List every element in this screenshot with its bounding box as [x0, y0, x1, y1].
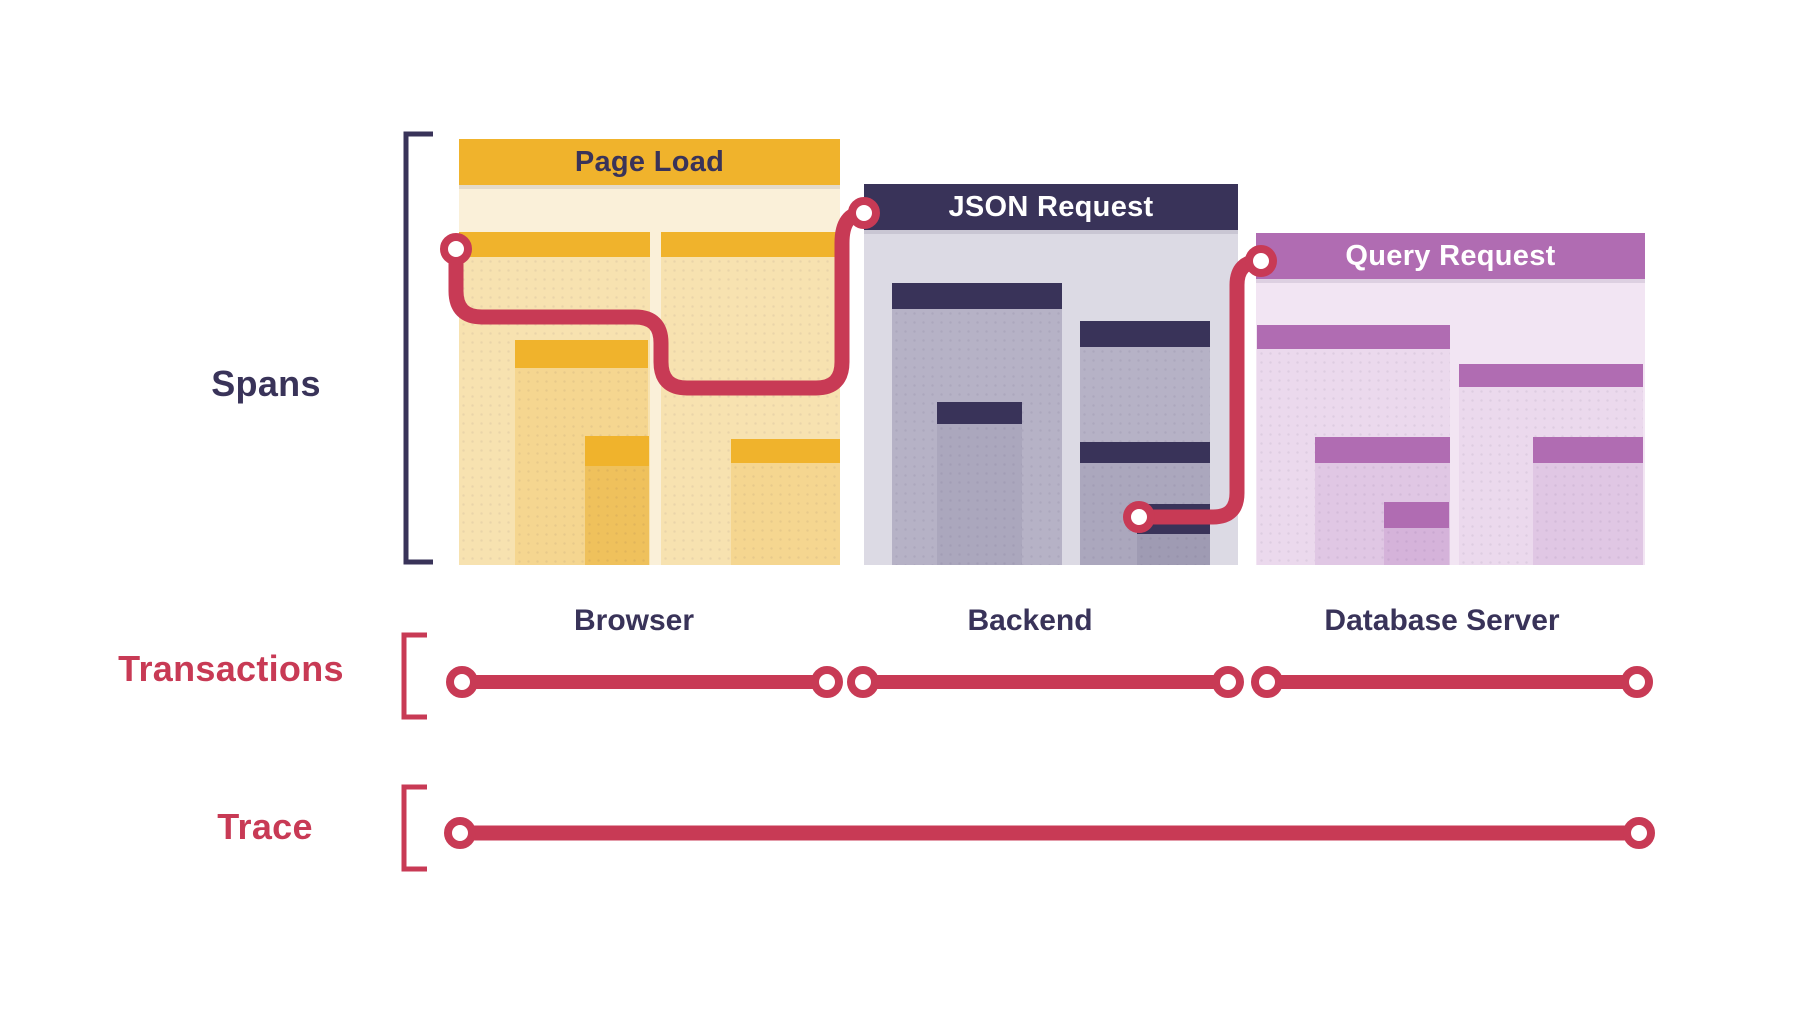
span-header: [937, 402, 1022, 424]
json-request-title: JSON Request: [948, 190, 1154, 223]
span-body: [1137, 534, 1210, 565]
page-load-root-span-header: Page Load: [459, 139, 840, 185]
span-body: [731, 463, 840, 565]
json-request-root-span-header: JSON Request: [864, 184, 1238, 230]
span-header: [1315, 437, 1450, 463]
trace-bracket: [401, 784, 427, 872]
span-body: [585, 466, 649, 565]
span-block: [585, 436, 649, 565]
endpoint-marker-txn1-start: [446, 666, 478, 698]
span-body: [1533, 463, 1643, 565]
span-header: [731, 439, 840, 463]
span-header: [515, 340, 648, 368]
span-header: [892, 283, 1062, 309]
page-load-span-tree: Page Load: [459, 139, 840, 565]
span-header: [1080, 321, 1210, 347]
span-block: [1137, 504, 1210, 565]
endpoint-marker-txn1-end: [811, 666, 843, 698]
service-label-database: Database Server: [1324, 604, 1560, 637]
endpoint-marker-trace-end: [1623, 817, 1655, 849]
transactions-bracket: [401, 632, 427, 720]
span-header: [1137, 504, 1210, 534]
span-header: [585, 436, 649, 466]
endpoint-marker-txn3-start: [1251, 666, 1283, 698]
json-request-span-tree: JSON Request: [864, 184, 1238, 565]
spans-bracket: [403, 131, 433, 565]
service-label-backend: Backend: [967, 604, 1093, 637]
span-header: [661, 232, 840, 257]
endpoint-marker-txn2-end: [1212, 666, 1244, 698]
spans-label: Spans: [211, 363, 321, 404]
endpoint-marker-txn2-start: [847, 666, 879, 698]
span-header: [1384, 502, 1449, 528]
span-header: [1257, 325, 1450, 349]
service-label-browser: Browser: [573, 604, 695, 637]
span-block: [1384, 502, 1449, 565]
span-block: [937, 402, 1022, 565]
span-header: [1459, 364, 1643, 387]
span-header: [1533, 437, 1643, 463]
query-request-root-span-header: Query Request: [1256, 233, 1645, 279]
span-block: [1533, 437, 1643, 565]
trace-label: Trace: [217, 806, 313, 847]
query-request-title: Query Request: [1345, 239, 1556, 272]
endpoint-marker-txn3-end: [1621, 666, 1653, 698]
query-request-span-tree: Query Request: [1256, 233, 1645, 565]
transactions-label: Transactions: [118, 648, 344, 689]
span-body: [1384, 528, 1449, 565]
endpoint-marker-trace-start: [444, 817, 476, 849]
page-load-title: Page Load: [574, 145, 725, 178]
span-block: [731, 439, 840, 565]
span-body: [937, 424, 1022, 565]
span-header: [1080, 442, 1210, 463]
span-header: [459, 232, 650, 257]
